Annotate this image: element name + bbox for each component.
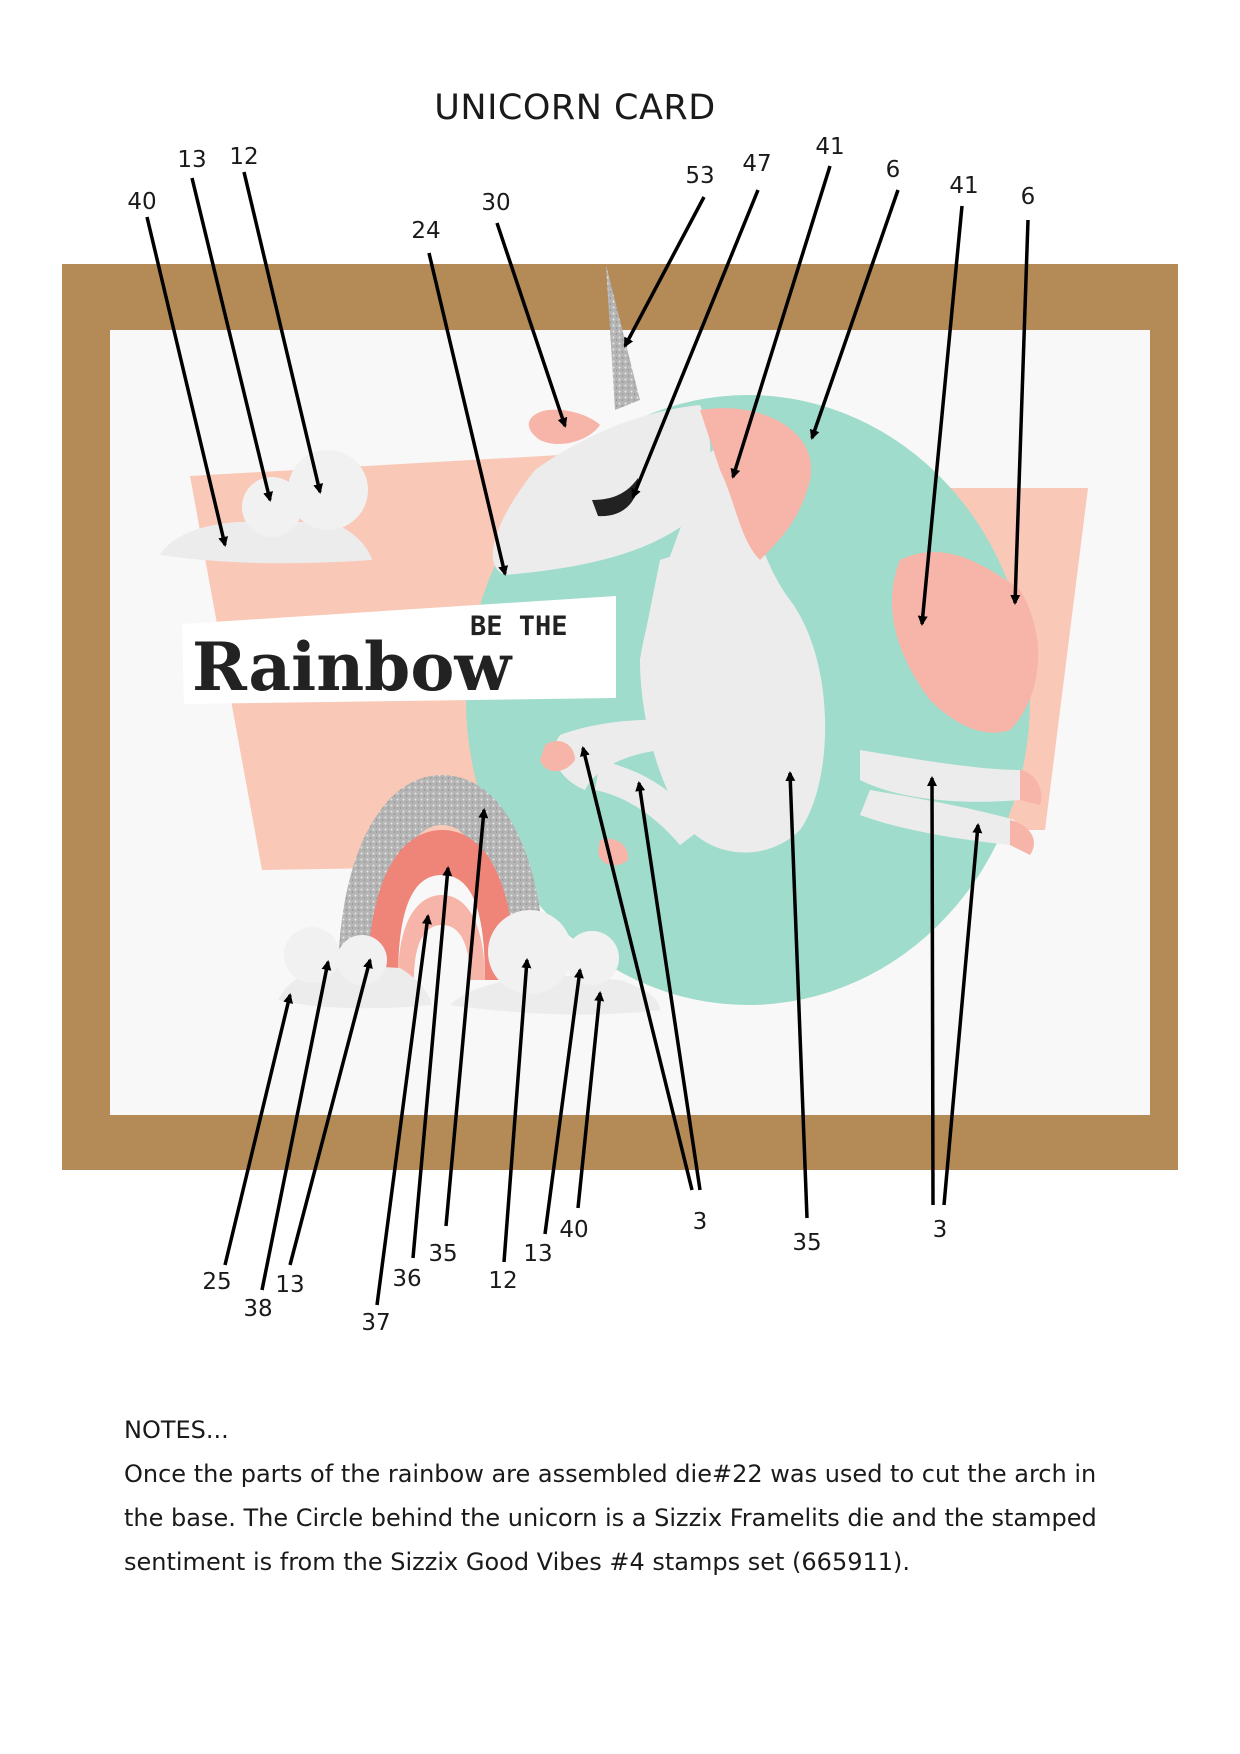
callout-label: 6 — [1020, 184, 1036, 210]
rainbow-outer — [338, 775, 545, 980]
callout-label: 35 — [792, 1230, 822, 1256]
arrow-13-top — [190, 177, 273, 502]
callout-label: 3 — [932, 1217, 948, 1243]
unicorn-eye — [592, 478, 639, 517]
unicorn-head — [492, 405, 711, 575]
arrow-35-bottom-right — [785, 771, 809, 1219]
callout-label: 40 — [559, 1217, 589, 1243]
callout-label: 47 — [742, 151, 772, 177]
unicorn-hoof-3 — [1020, 770, 1042, 805]
sentiment-line1: BE THE — [470, 611, 568, 642]
callout-label: 24 — [411, 218, 441, 244]
unicorn-hoof-1 — [540, 740, 575, 772]
notes-section: NOTES... Once the parts of the rainbow a… — [124, 1408, 1134, 1584]
unicorn-horn — [606, 265, 640, 410]
arrow-13-bottom-right — [543, 968, 584, 1235]
arrow-47 — [631, 189, 760, 499]
cloud-bottom-left-circle2 — [337, 935, 387, 985]
arrow-30 — [495, 222, 568, 428]
unicorn-leg-front2 — [595, 760, 700, 845]
arrow-3-d — [942, 823, 983, 1206]
callout-label: 12 — [229, 144, 259, 170]
callout-label: 38 — [243, 1296, 273, 1322]
cloud-top-left-circle2 — [288, 450, 368, 530]
unicorn-leg-back — [860, 750, 1020, 802]
arrow-12-bottom — [502, 958, 532, 1263]
arrow-24 — [427, 252, 509, 576]
arrow-3-c — [927, 776, 938, 1206]
callout-label: 6 — [885, 157, 901, 183]
arrow-40-bottom — [576, 991, 605, 1209]
notes-heading: NOTES... — [124, 1416, 229, 1444]
cloud-top-left — [160, 521, 372, 564]
cloud-bottom-left-circle1 — [284, 927, 340, 983]
cloud-bottom-right-circle1 — [488, 910, 572, 994]
callout-label: 3 — [692, 1209, 708, 1235]
rainbow-light — [398, 895, 485, 980]
arrow-3-a — [580, 746, 694, 1191]
callout-label: 41 — [815, 134, 845, 160]
unicorn-tail — [891, 551, 1039, 733]
callout-label: 37 — [361, 1310, 391, 1336]
arrow-25 — [223, 993, 293, 1266]
arrow-6-a — [809, 189, 900, 440]
notes-body: Once the parts of the rainbow are assemb… — [124, 1460, 1097, 1576]
callout-label: 35 — [428, 1241, 458, 1267]
arrow-40-top — [145, 216, 229, 547]
unicorn-neck — [640, 430, 790, 660]
sentiment-strip — [182, 596, 616, 704]
callout-label: 25 — [202, 1269, 232, 1295]
arrow-13-bottom-left — [288, 958, 373, 1266]
callout-arrows — [145, 165, 1030, 1306]
cloud-bottom-right-circle2 — [565, 931, 619, 985]
unicorn-hoof-4 — [1010, 820, 1034, 855]
arrow-41-b — [917, 205, 964, 626]
page-title: UNICORN CARD — [434, 88, 716, 128]
cloud-top-left-circle1 — [242, 477, 302, 537]
arrow-38 — [260, 960, 332, 1291]
callout-label: 13 — [177, 147, 207, 173]
callout-label: 53 — [685, 163, 715, 189]
unicorn-mane — [700, 408, 812, 560]
arrow-41-a — [730, 165, 832, 479]
callout-label: 36 — [392, 1266, 422, 1292]
callout-label: 13 — [523, 1241, 553, 1267]
callout-label: 30 — [481, 190, 511, 216]
arrow-12-top — [242, 171, 324, 494]
arrow-36 — [411, 866, 453, 1259]
callout-label: 40 — [127, 189, 157, 215]
sentiment-line2: Rainbow — [192, 628, 513, 706]
arrow-6-b — [1010, 219, 1030, 605]
arrow-35-bottom-left — [444, 808, 489, 1227]
arrow-37 — [375, 914, 432, 1306]
arrow-3-b — [635, 781, 702, 1191]
callout-label: 41 — [949, 173, 979, 199]
callout-label: 12 — [488, 1268, 518, 1294]
cloud-bottom-right — [450, 975, 660, 1015]
callout-label: 13 — [275, 1272, 305, 1298]
arrow-53 — [623, 196, 706, 348]
